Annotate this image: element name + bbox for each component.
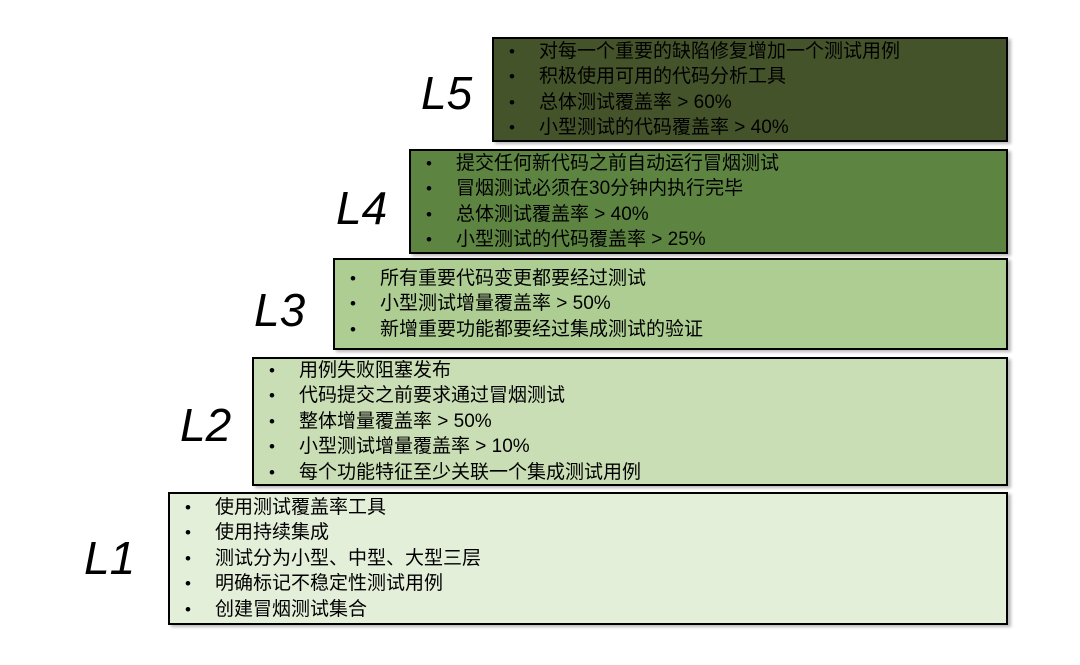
bullet-item: 新增重要功能都要经过集成测试的验证 (347, 317, 998, 343)
level-l2-label: L2 (180, 399, 232, 451)
bullet-item: 对每一个重要的缺陷修复增加一个测试用例 (506, 39, 998, 65)
level-l1-label: L1 (84, 532, 136, 584)
bullet-item: 提交任何新代码之前自动运行冒烟测试 (423, 151, 998, 177)
bullet-item: 积极使用可用的代码分析工具 (506, 64, 998, 90)
level-l3-bullet-list: 所有重要代码变更都要经过测试 小型测试增量覆盖率 > 50% 新增重要功能都要经… (347, 266, 998, 343)
level-l4-box: 提交任何新代码之前自动运行冒烟测试 冒烟测试必须在30分钟内执行完毕 总体测试覆… (409, 149, 1008, 254)
level-l2-bullet-list: 用例失败阻塞发布 代码提交之前要求通过冒烟测试 整体增量覆盖率 > 50% 小型… (266, 358, 998, 485)
bullet-item: 用例失败阻塞发布 (266, 358, 998, 384)
bullet-item: 小型测试的代码覆盖率 > 40% (506, 115, 998, 141)
level-l3-label: L3 (254, 284, 306, 336)
bullet-item: 使用持续集成 (182, 520, 998, 546)
bullet-item: 总体测试覆盖率 > 40% (423, 202, 998, 228)
bullet-item: 小型测试增量覆盖率 > 50% (347, 291, 998, 317)
level-l5-box: 对每一个重要的缺陷修复增加一个测试用例 积极使用可用的代码分析工具 总体测试覆盖… (492, 37, 1008, 142)
bullet-item: 明确标记不稳定性测试用例 (182, 571, 998, 597)
level-l5-label: L5 (421, 67, 473, 119)
level-l5-bullet-list: 对每一个重要的缺陷修复增加一个测试用例 积极使用可用的代码分析工具 总体测试覆盖… (506, 39, 998, 141)
bullet-item: 整体增量覆盖率 > 50% (266, 409, 998, 435)
level-l3-box: 所有重要代码变更都要经过测试 小型测试增量覆盖率 > 50% 新增重要功能都要经… (333, 258, 1008, 350)
level-l1-bullet-list: 使用测试覆盖率工具 使用持续集成 测试分为小型、中型、大型三层 明确标记不稳定性… (182, 495, 998, 622)
bullet-item: 创建冒烟测试集合 (182, 597, 998, 623)
level-l1-box: 使用测试覆盖率工具 使用持续集成 测试分为小型、中型、大型三层 明确标记不稳定性… (168, 492, 1008, 625)
bullet-item: 冒烟测试必须在30分钟内执行完毕 (423, 176, 998, 202)
bullet-item: 使用测试覆盖率工具 (182, 495, 998, 521)
bullet-item: 总体测试覆盖率 > 60% (506, 90, 998, 116)
bullet-item: 小型测试增量覆盖率 > 10% (266, 434, 998, 460)
bullet-item: 所有重要代码变更都要经过测试 (347, 266, 998, 292)
level-l4-label: L4 (336, 182, 388, 234)
level-l4-bullet-list: 提交任何新代码之前自动运行冒烟测试 冒烟测试必须在30分钟内执行完毕 总体测试覆… (423, 151, 998, 253)
bullet-item: 每个功能特征至少关联一个集成测试用例 (266, 460, 998, 486)
bullet-item: 代码提交之前要求通过冒烟测试 (266, 383, 998, 409)
bullet-item: 测试分为小型、中型、大型三层 (182, 546, 998, 572)
level-l2-box: 用例失败阻塞发布 代码提交之前要求通过冒烟测试 整体增量覆盖率 > 50% 小型… (252, 357, 1008, 486)
bullet-item: 小型测试的代码覆盖率 > 25% (423, 227, 998, 253)
